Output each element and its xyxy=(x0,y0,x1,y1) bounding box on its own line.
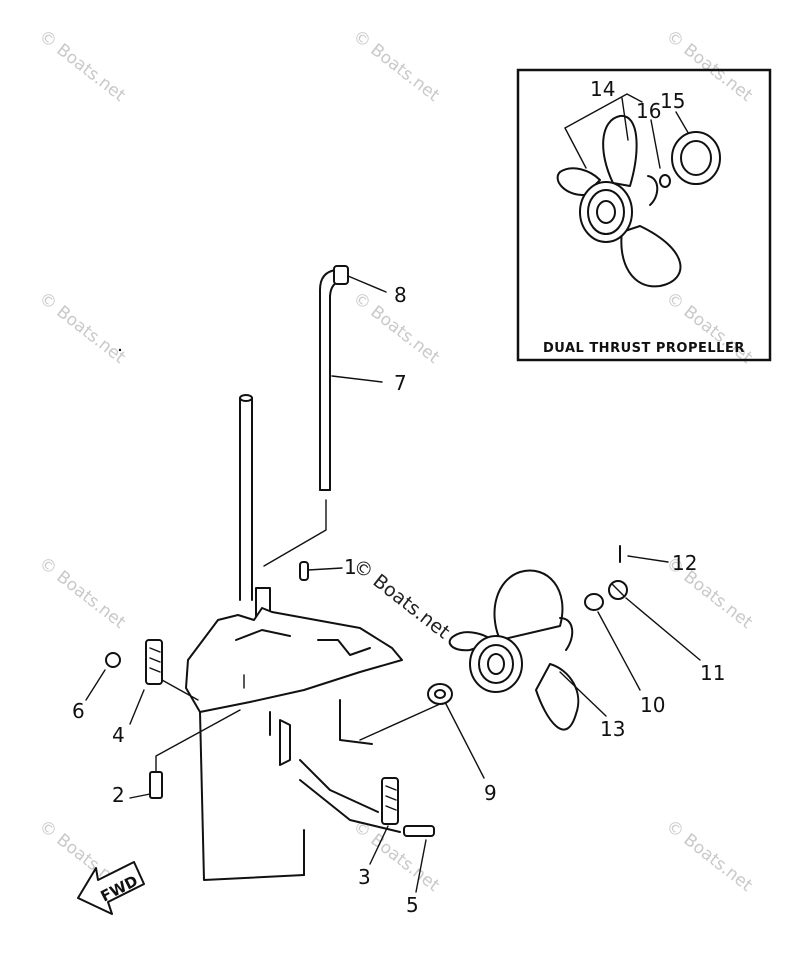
watermarks: © Boats.net © Boats.net © Boats.net © Bo… xyxy=(35,26,756,896)
callout-7: 7 xyxy=(394,371,407,395)
trim-tab-3 xyxy=(381,777,399,825)
watermark: © Boats.net xyxy=(35,553,129,633)
callout-15: 15 xyxy=(660,89,685,113)
grommet xyxy=(333,265,349,285)
callout-1: 1 xyxy=(344,555,357,579)
lower-casing xyxy=(185,607,403,881)
small-parts-left xyxy=(85,639,241,799)
callout-10: 10 xyxy=(640,693,665,717)
dual-thrust-propeller-drawing xyxy=(556,114,721,288)
callout-8: 8 xyxy=(394,283,407,307)
pin-1 xyxy=(299,561,309,581)
callout-4: 4 xyxy=(112,723,125,747)
trim-tab-parts xyxy=(369,777,435,893)
inset-border xyxy=(516,68,772,362)
propeller-drawing xyxy=(448,569,607,731)
watermark: © Boats.net xyxy=(35,26,129,106)
water-tube xyxy=(263,265,387,567)
callout-12: 12 xyxy=(672,551,697,575)
callout-14: 14 xyxy=(590,77,615,101)
watermark: © Boats.net xyxy=(662,816,756,896)
watermark: © Boats.net xyxy=(662,288,756,368)
inset-panel: 14 16 15 DUAL THRUST PROPELLER xyxy=(516,68,772,362)
bolt-2 xyxy=(149,771,163,799)
drive-shaft xyxy=(239,394,271,619)
nut-6 xyxy=(105,652,121,668)
callout-11: 11 xyxy=(700,661,725,685)
inset-caption: DUAL THRUST PROPELLER xyxy=(543,341,745,356)
callout-6: 6 xyxy=(72,699,85,723)
callout-9: 9 xyxy=(484,781,497,805)
watermark: © Boats.net xyxy=(349,26,443,106)
washer-10 xyxy=(584,593,604,611)
bolt-5 xyxy=(403,825,435,837)
callout-5: 5 xyxy=(406,893,419,917)
callout-16: 16 xyxy=(636,99,661,123)
callout-3: 3 xyxy=(358,865,371,889)
callout-13: 13 xyxy=(600,717,625,741)
callout-2: 2 xyxy=(112,783,125,807)
watermark: © Boats.net xyxy=(35,288,129,368)
thrust-washer xyxy=(427,683,453,705)
